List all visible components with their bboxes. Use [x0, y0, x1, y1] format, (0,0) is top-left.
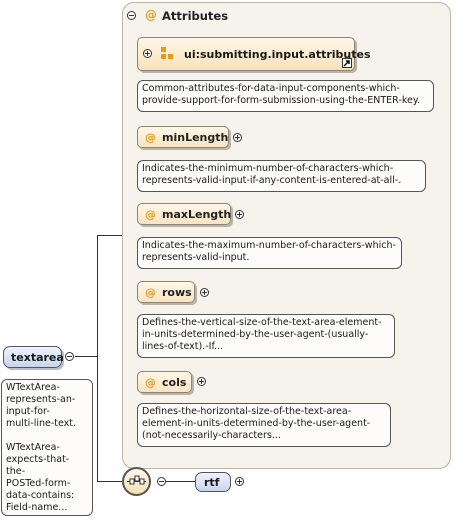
attributes-at-icon: @: [145, 8, 157, 22]
maxlength-documentation: Indicates-the-maximum-number-of-characte…: [137, 237, 402, 269]
connector-vertical: [97, 235, 98, 482]
sequence-icon: [127, 475, 146, 485]
attribute-group-ref[interactable]: ui:submitting.input.attributes: [137, 37, 371, 71]
rows-documentation: Defines-the-vertical-size-of-the-text-ar…: [137, 314, 395, 358]
group-ref-label: ui:submitting.input.attributes: [184, 48, 371, 61]
element-rtf[interactable]: rtf: [195, 472, 231, 492]
rows-label: rows: [162, 286, 192, 299]
textarea-collapse-icon[interactable]: [65, 352, 74, 361]
attributes-title: Attributes: [162, 9, 229, 23]
element-textarea[interactable]: textarea: [3, 346, 64, 368]
rtf-label: rtf: [204, 476, 220, 489]
connector-sequence-rtf: [166, 481, 195, 482]
minlength-expand-icon[interactable]: [233, 133, 242, 142]
textarea-label: textarea: [11, 351, 64, 364]
maxlength-at-icon: @: [145, 208, 156, 221]
attributes-group: [122, 2, 451, 469]
connector-to-attributes: [97, 235, 123, 236]
maxlength-label: maxLength: [162, 208, 232, 221]
minlength-documentation: Indicates-the-minimum-number-of-characte…: [137, 160, 426, 192]
minlength-label: minLength: [162, 131, 229, 144]
attribute-cols[interactable]: @ cols: [137, 371, 192, 393]
cols-documentation: Defines-the-horizontal-size-of-the-text-…: [137, 403, 391, 447]
rows-at-icon: @: [145, 286, 156, 299]
connector-textarea-horizontal: [75, 356, 97, 357]
attribute-group-icon: [161, 47, 173, 59]
rtf-expand-icon[interactable]: [235, 477, 244, 486]
cols-at-icon: @: [145, 376, 156, 389]
sequence-compositor[interactable]: [122, 467, 151, 496]
attributes-collapse-icon[interactable]: [127, 11, 136, 20]
attribute-minlength[interactable]: @ minLength: [137, 126, 229, 148]
connector-to-sequence: [97, 481, 123, 482]
reference-arrow-icon: [342, 58, 352, 68]
cols-label: cols: [162, 376, 187, 389]
group-ref-documentation: Common-attributes-for-data-input-compone…: [137, 80, 434, 112]
textarea-documentation: WTextArea- represents-an- input-for- mul…: [1, 379, 93, 516]
cols-expand-icon[interactable]: [197, 377, 206, 386]
rows-expand-icon[interactable]: [200, 288, 209, 297]
sequence-collapse-icon[interactable]: [157, 477, 166, 486]
maxlength-expand-icon[interactable]: [235, 210, 244, 219]
attribute-rows[interactable]: @ rows: [137, 281, 195, 303]
attribute-maxlength[interactable]: @ maxLength: [137, 203, 231, 225]
minlength-at-icon: @: [145, 131, 156, 144]
group-ref-expand-icon[interactable]: [143, 49, 152, 58]
